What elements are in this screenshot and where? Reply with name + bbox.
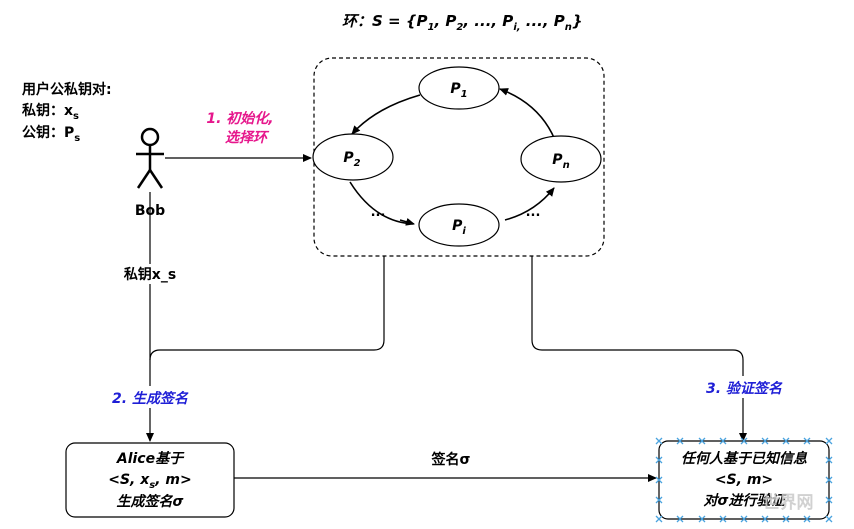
selection-handle[interactable] xyxy=(655,515,663,523)
selection-handles xyxy=(655,437,833,523)
selection-handle[interactable] xyxy=(803,437,811,445)
edge-p1-p2 xyxy=(351,94,421,135)
private-key-edge-label: 私钥x_s xyxy=(124,266,176,283)
selection-handle[interactable] xyxy=(719,437,727,445)
selection-handle[interactable] xyxy=(698,437,706,445)
keypair-heading: 用户公私钥对: xyxy=(22,81,112,98)
svg-text:P2: P2 xyxy=(343,150,360,169)
svg-text:P1: P1 xyxy=(450,81,467,100)
public-key-label: 公钥：Ps xyxy=(22,124,80,144)
selection-handle[interactable] xyxy=(676,515,684,523)
selection-handle[interactable] xyxy=(825,456,833,464)
verify-box[interactable]: 任何人基于已知信息 <S, m> 对σ进行验证 xyxy=(658,440,830,520)
selection-handle[interactable] xyxy=(825,515,833,523)
selection-handle[interactable] xyxy=(761,437,769,445)
selection-handle[interactable] xyxy=(825,476,833,484)
ring-title: 环：S = {P1, P2, ..., Pi, ..., Pn} xyxy=(342,12,583,33)
selection-handle[interactable] xyxy=(698,515,706,523)
step2-label-bg xyxy=(95,386,205,408)
sign-box: Alice基于 <S, xs, m> 生成签名σ xyxy=(65,442,235,518)
private-key-edge-label-bg xyxy=(110,264,190,284)
selection-handle[interactable] xyxy=(740,437,748,445)
selection-handle[interactable] xyxy=(803,515,811,523)
edge-ring-to-verify xyxy=(531,256,747,442)
step3-label-bg xyxy=(690,376,798,398)
svg-text:Pn: Pn xyxy=(552,152,569,171)
selection-handle[interactable] xyxy=(782,515,790,523)
step1-label-line1: 1. 初始化, xyxy=(206,110,273,127)
edge-p2-pi-head xyxy=(399,217,415,226)
sign-box-line2: <S, xs, m> xyxy=(108,472,192,491)
svg-text:Pi: Pi xyxy=(452,218,466,237)
selection-handle[interactable] xyxy=(761,515,769,523)
step2-label: 2. 生成签名 xyxy=(112,390,189,407)
selection-handle[interactable] xyxy=(655,456,663,464)
verify-box-line3: 对σ进行验证 xyxy=(704,492,788,509)
ring-node-pn: Pn xyxy=(520,135,602,183)
edge-ring-to-sign xyxy=(149,256,385,361)
selection-handle[interactable] xyxy=(782,437,790,445)
bob-actor-icon xyxy=(136,127,164,189)
step1-label-line2: 选择环 xyxy=(225,129,270,146)
selection-handle[interactable] xyxy=(825,496,833,504)
ring-node-p1: P1 xyxy=(418,66,500,110)
selection-handle[interactable] xyxy=(655,476,663,484)
ring-node-p2: P2 xyxy=(312,133,394,181)
edge-pn-p1 xyxy=(499,88,556,141)
watermark-text: 世界网 xyxy=(763,493,814,513)
selection-handle[interactable] xyxy=(719,515,727,523)
selection-handle[interactable] xyxy=(655,496,663,504)
signature-edge-label: 签名σ xyxy=(431,451,471,468)
selection-handle[interactable] xyxy=(676,437,684,445)
ring-node-pi: Pi xyxy=(418,203,500,247)
edge-pi-pn xyxy=(504,187,555,221)
sign-box-line3: 生成签名σ xyxy=(117,493,184,510)
private-key-label: 私钥：xs xyxy=(22,102,79,122)
verify-box-line1: 任何人基于已知信息 xyxy=(681,450,808,467)
selection-handle[interactable] xyxy=(655,437,663,445)
selection-handle[interactable] xyxy=(740,515,748,523)
selection-handle[interactable] xyxy=(825,437,833,445)
step3-label: 3. 验证签名 xyxy=(706,380,783,397)
sign-box-line1: Alice基于 xyxy=(116,450,185,467)
verify-box-line2: <S, m> xyxy=(715,472,773,488)
ring-ellipsis-left: ... xyxy=(371,205,386,220)
ring-ellipsis-right: ... xyxy=(526,205,541,220)
